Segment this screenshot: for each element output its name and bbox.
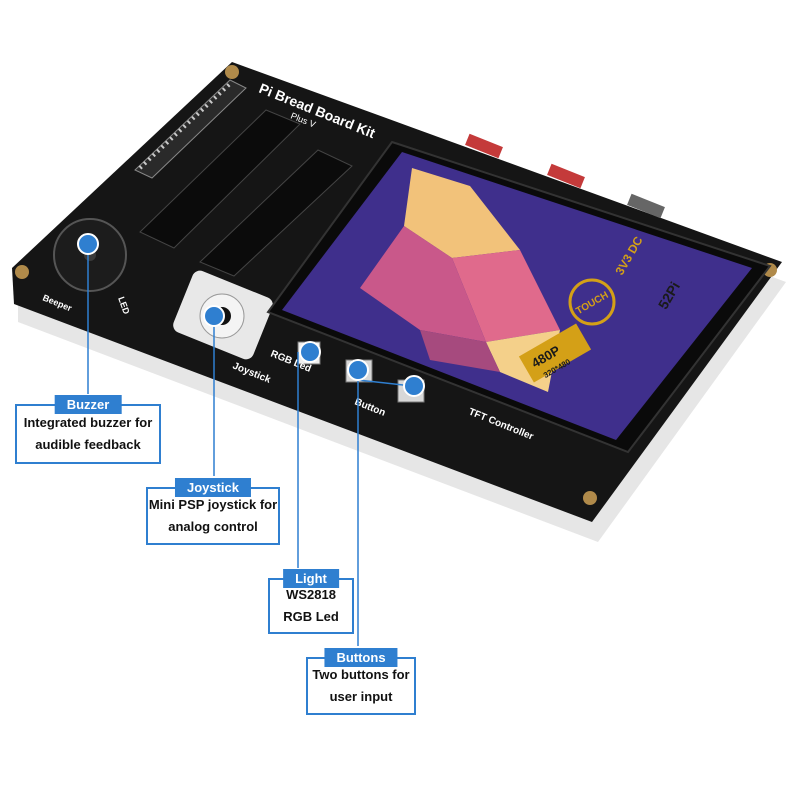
- light-marker-dot: [299, 341, 321, 363]
- screw-top: [225, 65, 239, 79]
- gpio-header: [134, 79, 247, 179]
- light-callout-line-1: WS2818: [286, 587, 336, 602]
- screen-art-2: [452, 250, 560, 342]
- joystick-callout-title: Joystick: [174, 478, 252, 497]
- joystick-callout: Joystick Mini PSP joystick for analog co…: [146, 478, 280, 545]
- resolution-badge: [518, 323, 592, 383]
- joystick-marker-dot: [203, 305, 225, 327]
- screw-left: [15, 265, 29, 279]
- light-callout-title: Light: [283, 569, 339, 588]
- buzzer-callout-line-2: audible feedback: [35, 437, 141, 452]
- screen-art-5: [420, 330, 500, 372]
- buttons-callout-line-2: user input: [329, 689, 393, 704]
- pin-header-1: [465, 133, 503, 159]
- screen-art-3: [360, 226, 486, 342]
- light-callout-line-2: RGB Led: [283, 609, 339, 624]
- touch-badge: [568, 278, 616, 326]
- buttons-callout: Buttons Two buttons for user input: [306, 648, 416, 715]
- pin-header-3: [627, 193, 665, 219]
- button-2-marker-dot: [403, 375, 425, 397]
- button-1-marker-dot: [347, 359, 369, 381]
- buzzer-callout: Buzzer Integrated buzzer for audible fee…: [15, 395, 161, 464]
- joystick-callout-line-2: analog control: [168, 519, 258, 534]
- buttons-callout-title: Buttons: [324, 648, 398, 667]
- pin-header-2: [547, 163, 585, 189]
- buttons-callout-line-1: Two buttons for: [312, 667, 410, 682]
- screen-art-1: [404, 168, 520, 258]
- screw-bottom: [583, 491, 597, 505]
- leader-lines: [87, 246, 413, 646]
- female-header-left: [139, 109, 301, 249]
- light-callout: Light WS2818 RGB Led: [268, 569, 354, 634]
- joystick-callout-line-1: Mini PSP joystick for: [148, 497, 278, 512]
- buzzer-marker-dot: [77, 233, 99, 255]
- buzzer-callout-title: Buzzer: [54, 395, 122, 414]
- buzzer-callout-line-1: Integrated buzzer for: [23, 415, 153, 430]
- female-header-right: [199, 149, 353, 277]
